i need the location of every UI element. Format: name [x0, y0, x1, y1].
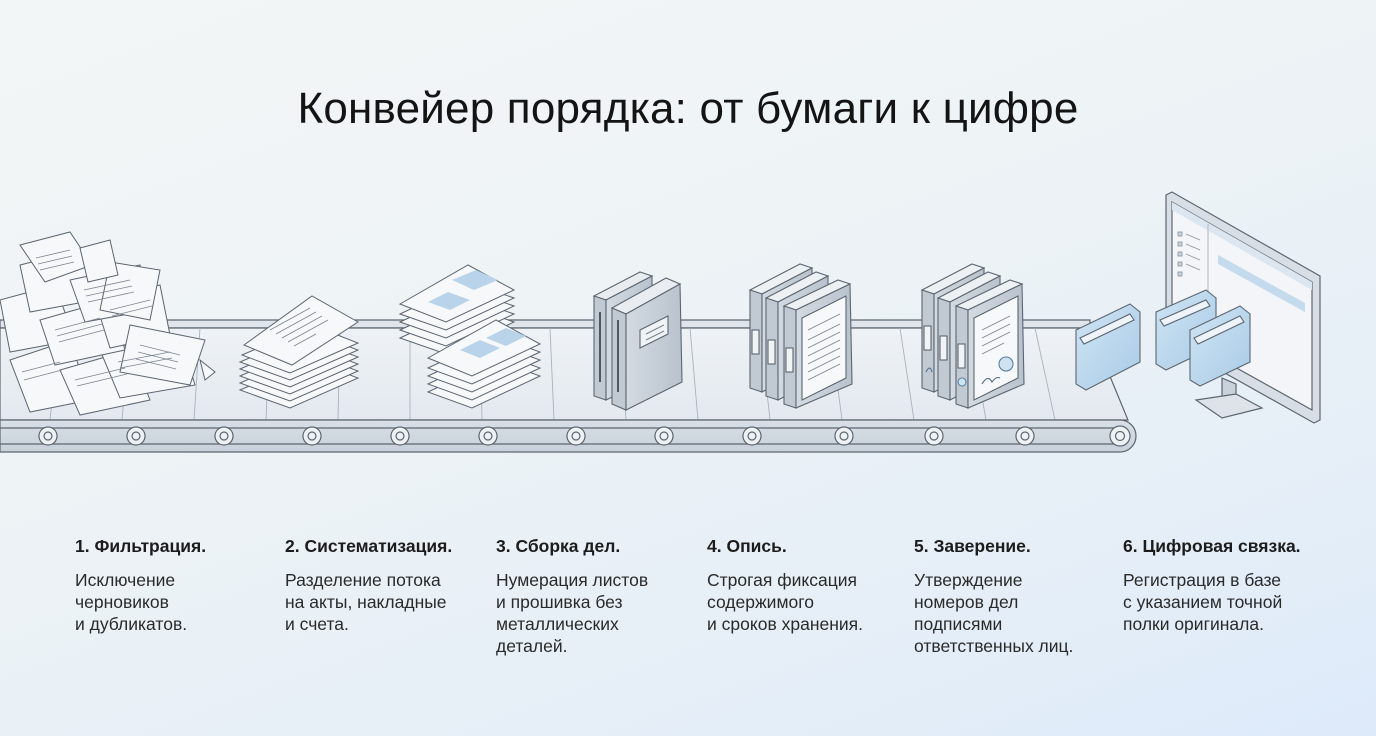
step-description: Строгая фиксация содержимого и сроков хр…: [707, 570, 863, 634]
step-title: 2. Систематизация.: [285, 536, 453, 556]
step-filtration: 1. Фильтрация. Исключение черновиков и д…: [75, 536, 275, 635]
step-title: 3. Сборка дел.: [496, 536, 621, 556]
paper-pile-icon: [0, 231, 216, 416]
step-description: Разделение потока на акты, накладные и с…: [285, 570, 447, 634]
step-digital-link: 6. Цифровая связка. Регистрация в базе с…: [1123, 536, 1323, 635]
page-title: Конвейер порядка: от бумаги к цифре: [297, 84, 1079, 133]
step-title: 4. Опись.: [707, 536, 787, 556]
step-systematization: 2. Систематизация. Разделение потока на …: [285, 536, 485, 635]
stitched-binders-icon: [592, 271, 683, 411]
step-title: 1. Фильтрация.: [75, 536, 207, 556]
step-description: Нумерация листов и прошивка без металлич…: [496, 570, 649, 656]
digital-folders-icon: [1075, 289, 1251, 391]
paper-stack-icon: [238, 295, 360, 409]
step-inventory: 4. Опись. Строгая фиксация содержимого и…: [707, 536, 907, 635]
conveyor-illustration: [0, 191, 1321, 453]
inventory-binders-icon: [748, 263, 853, 409]
step-title: 5. Заверение.: [914, 536, 1031, 556]
monitor-icon: [1165, 191, 1321, 424]
step-title: 6. Цифровая связка.: [1123, 536, 1301, 556]
step-case-assembly: 3. Сборка дел. Нумерация листов и прошив…: [496, 536, 696, 657]
sorted-stacks-icon: [398, 264, 542, 409]
step-certification: 5. Заверение. Утверждение номеров дел по…: [914, 536, 1114, 657]
certified-binders-icon: [920, 263, 1025, 409]
step-description: Регистрация в базе с указанием точной по…: [1123, 570, 1283, 634]
step-description: Исключение черновиков и дубликатов.: [75, 570, 188, 634]
step-description: Утверждение номеров дел подписями ответс…: [914, 570, 1074, 656]
